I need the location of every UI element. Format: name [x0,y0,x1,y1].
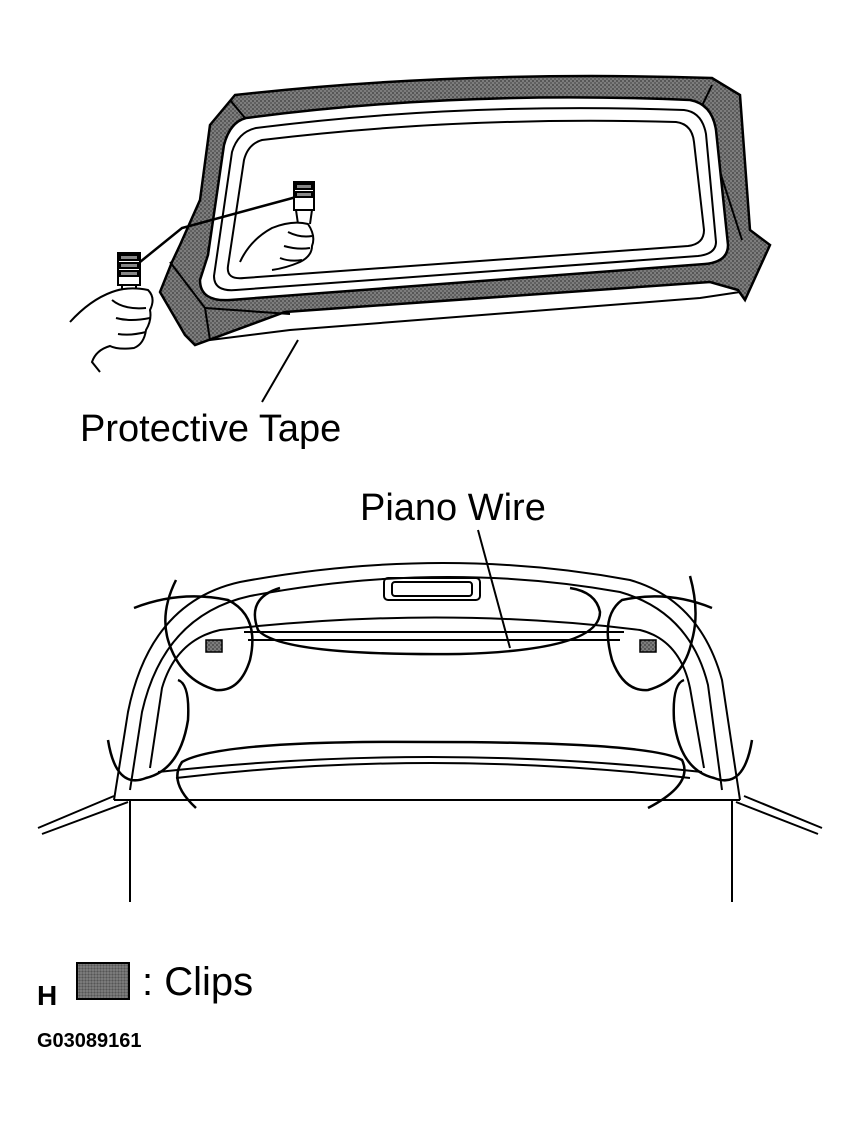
section-letter: H [37,980,58,1011]
left-hand-with-handle [69,252,154,373]
window-frame-inner [129,575,723,791]
figure-code: G03089161 [37,1030,142,1052]
glass-inner-line [226,119,706,280]
piano-wire-loops [106,575,754,810]
protective-tape-label: Protective Tape [80,408,342,450]
clip-legend-swatch [76,962,130,1000]
high-mount-stop-lamp [383,577,481,601]
glass-panel-outer [198,96,730,302]
protective-tape-leader [261,339,299,403]
window-frame-outer [113,562,741,801]
back-window-body-view [37,529,823,902]
protective-tape-lower-strip [169,261,741,342]
glass-moulding-line [212,107,718,292]
clip-right [639,639,657,653]
piano-wire-label: Piano Wire [360,487,546,529]
clips-legend-label: : Clips [142,960,254,1004]
clip-left [205,639,223,653]
back-glass-top-view [69,74,772,403]
body-lower-outline [114,799,740,902]
piano-wire-leader [477,529,511,649]
piano-wire-top [139,194,301,263]
right-hand-with-handle [239,181,315,271]
window-glass-edge [149,616,705,769]
